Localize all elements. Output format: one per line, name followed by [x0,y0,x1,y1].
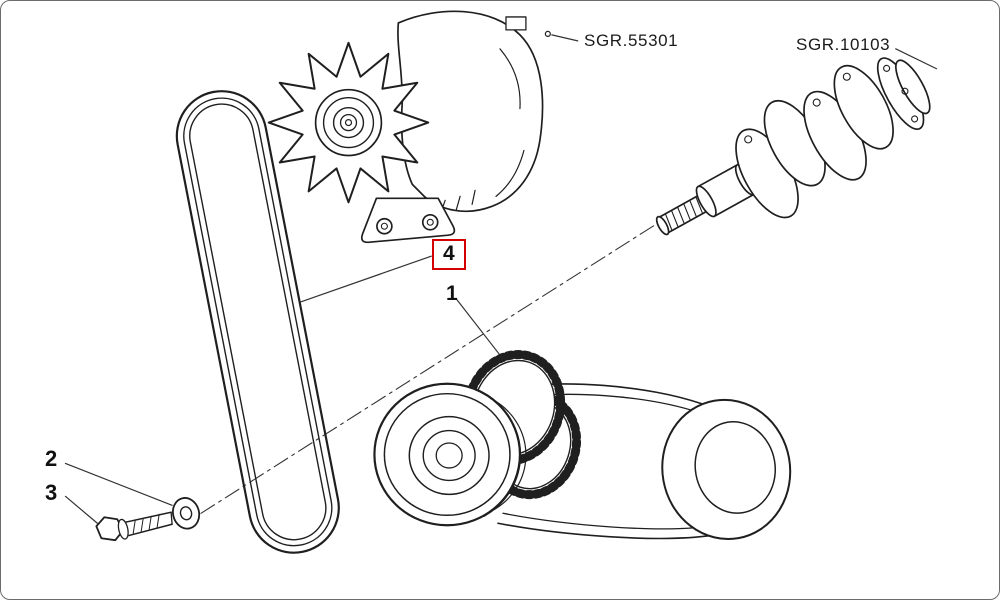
drive-belt-lower [497,383,792,541]
leader-callout-2 [64,462,173,506]
leader-sgr-alternator [551,34,579,42]
alternator [267,10,551,244]
assembly-centerline [200,224,656,514]
crankshaft [655,57,931,236]
callout-4-belt: 4 [432,239,466,270]
callout-1-pulley: 1 [446,282,458,305]
leader-lines [64,34,938,524]
callout-3-bolt: 3 [45,480,58,505]
bolt [95,511,173,542]
v-belt [175,90,340,554]
leader-callout-1 [456,299,500,355]
leader-callout-4 [300,255,432,303]
washer [172,497,201,530]
callout-2-washer: 2 [45,446,58,471]
label-sgr-55301: SGR.55301 [584,31,679,50]
label-sgr-10103: SGR.10103 [796,35,891,54]
leader-callout-3 [64,495,98,524]
leader-sgr-crankshaft [895,48,938,70]
crankshaft-pulley [373,350,582,527]
